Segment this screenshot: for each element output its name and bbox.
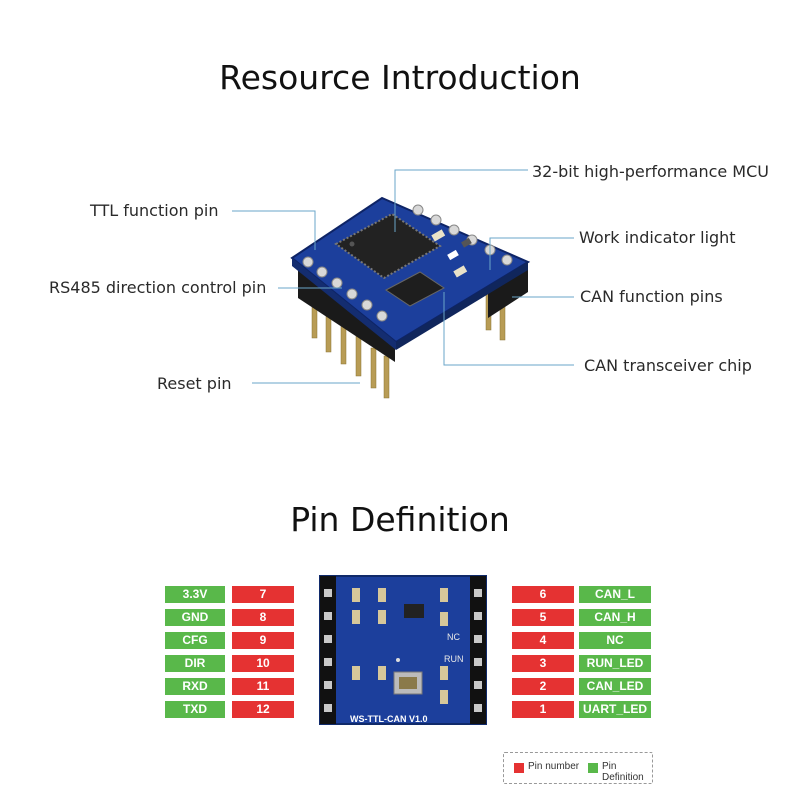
pin-definition-cell: CAN_H xyxy=(579,609,651,626)
pin-definition-cell: CAN_LED xyxy=(579,678,651,695)
pin-number-cell: 6 xyxy=(512,586,574,603)
pin-pads-left xyxy=(302,256,388,322)
pcb-top xyxy=(319,575,487,725)
pin-definition-cell: GND xyxy=(165,609,225,626)
legend-swatch-pin-definition xyxy=(588,763,598,773)
board-silkscreen: WS-TTL-CAN V1.0 xyxy=(350,714,428,724)
pin-number-cell: 1 xyxy=(512,701,574,718)
rs485-pin-callout: RS485 direction control pin xyxy=(49,278,267,297)
pin-definition-cell: RUN_LED xyxy=(579,655,651,672)
pin-number-cell: 4 xyxy=(512,632,574,649)
pin-number-cell: 9 xyxy=(232,632,294,649)
header-pins-top xyxy=(324,589,482,712)
header-strip-left xyxy=(320,576,336,724)
pin-definition-cell: CAN_L xyxy=(579,586,651,603)
legend: Pin number Pin Definition xyxy=(503,752,653,784)
pin-number-cell: 7 xyxy=(232,586,294,603)
silk-nc: NC xyxy=(447,632,460,642)
pin-definition-cell: 3.3V xyxy=(165,586,225,603)
header-strip-right xyxy=(470,576,486,724)
legend-label-pin-definition: Pin Definition xyxy=(602,761,644,783)
pin-number-cell: 2 xyxy=(512,678,574,695)
mcu-callout: 32-bit high-performance MCU xyxy=(532,162,769,181)
pin-definition-cell: DIR xyxy=(165,655,225,672)
pcb-edge xyxy=(292,258,396,350)
can-pins-callout: CAN function pins xyxy=(580,287,723,306)
resource-introduction-title: Resource Introduction xyxy=(219,58,581,97)
leader-lines xyxy=(232,169,574,384)
mcu-chip xyxy=(334,212,442,280)
smd-components xyxy=(352,588,448,704)
ttl-pin-callout: TTL function pin xyxy=(90,201,219,220)
reset-pin-callout: Reset pin xyxy=(157,374,232,393)
pin-definition-cell: NC xyxy=(579,632,651,649)
pin-number-cell: 3 xyxy=(512,655,574,672)
pin-number-cell: 10 xyxy=(232,655,294,672)
pin-number-cell: 11 xyxy=(232,678,294,695)
pin-definition-title: Pin Definition xyxy=(290,500,510,539)
pin-definition-cell: RXD xyxy=(165,678,225,695)
pin-definition-cell: UART_LED xyxy=(579,701,651,718)
can-chip-callout: CAN transceiver chip xyxy=(584,356,752,375)
can-transceiver-chip xyxy=(385,271,445,307)
pin-number-cell: 5 xyxy=(512,609,574,626)
pin-definition-cell: TXD xyxy=(165,701,225,718)
work-light-callout: Work indicator light xyxy=(579,228,736,247)
legend-swatch-pin-number xyxy=(514,763,524,773)
pcb-edge-right xyxy=(396,262,528,350)
legend-label-pin-number: Pin number xyxy=(528,761,580,772)
pin-number-cell: 8 xyxy=(232,609,294,626)
header-housing-left xyxy=(298,268,395,362)
silk-run: RUN xyxy=(444,654,464,664)
pin-number-cell: 12 xyxy=(232,701,294,718)
small-ic xyxy=(404,604,424,618)
pin-definition-cell: CFG xyxy=(165,632,225,649)
